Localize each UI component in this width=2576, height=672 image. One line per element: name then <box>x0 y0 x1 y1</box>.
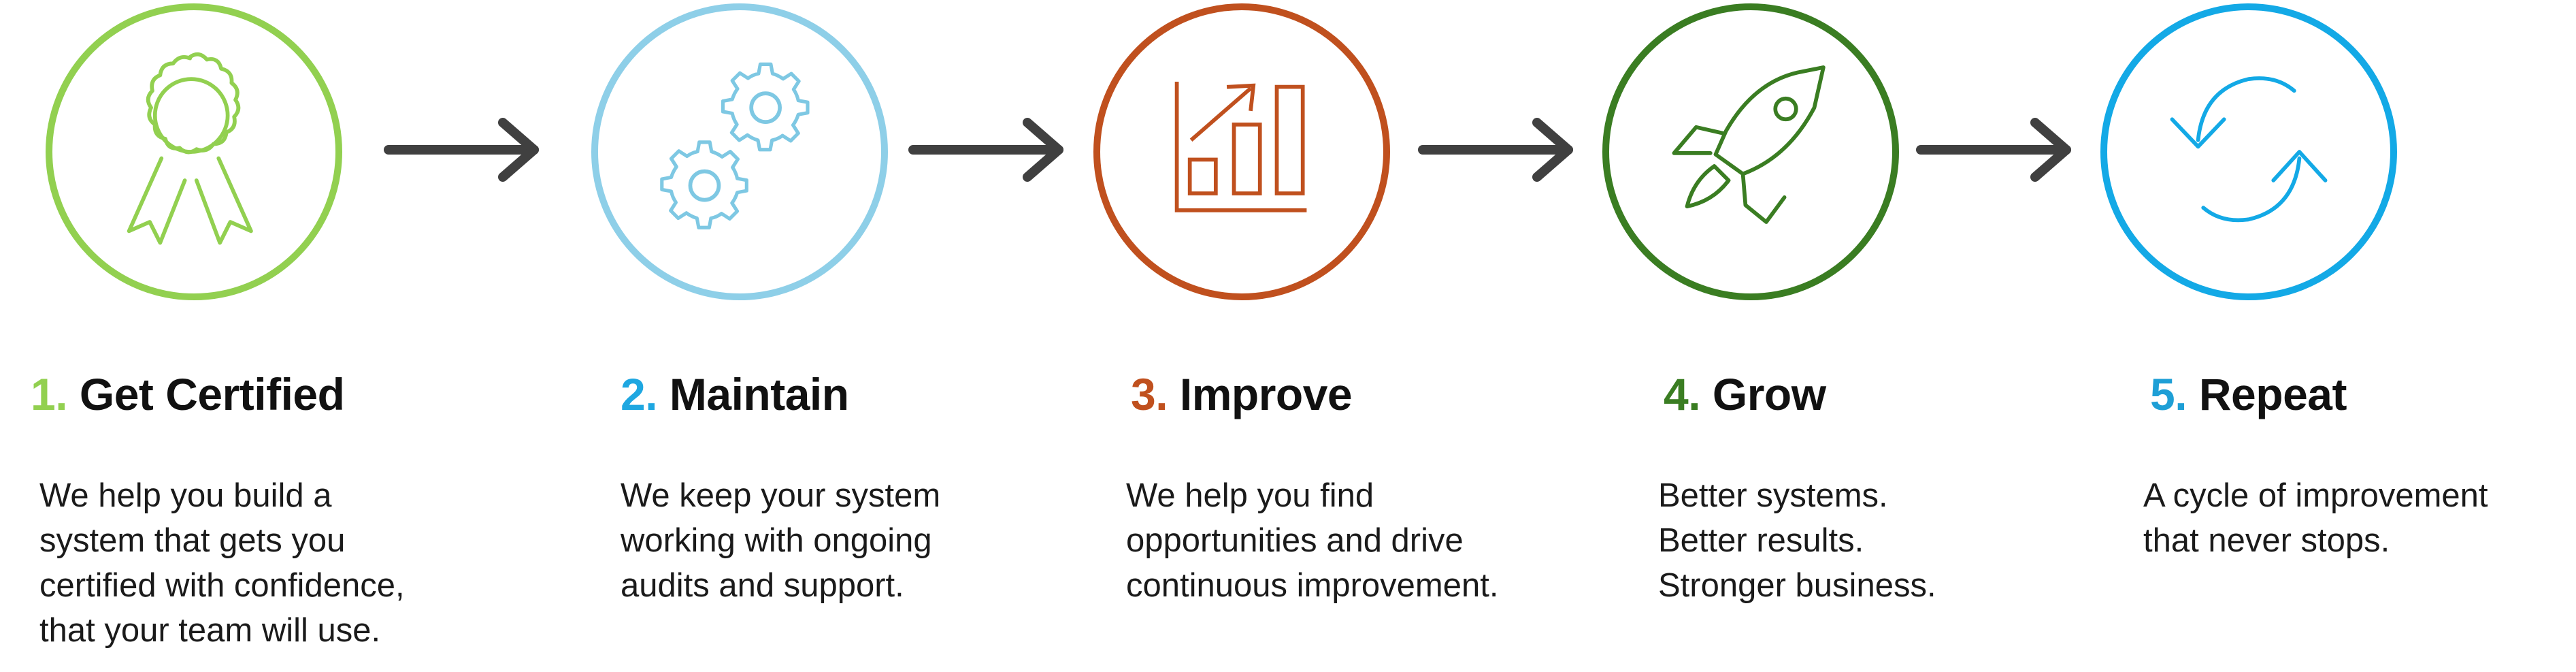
step-4-circle <box>1602 3 1899 300</box>
step-2-circle <box>591 3 888 300</box>
award-ribbon-icon <box>127 52 253 245</box>
step-1-title: 1. Get Certified <box>31 369 345 419</box>
step-2-description: We keep your system working with ongoing… <box>621 473 940 608</box>
description-line: working with ongoing <box>621 522 932 559</box>
description-line: that your team will use. <box>39 612 381 649</box>
gears-icon <box>660 62 810 229</box>
step-label: Maintain <box>669 369 849 419</box>
arrow-4-to-5 <box>1915 116 2079 184</box>
step-number: 4. <box>1664 369 1701 419</box>
description-line: system that gets you <box>39 522 346 559</box>
arrow-right-icon <box>384 118 539 182</box>
description-line: continuous improvement. <box>1126 567 1499 604</box>
rocket-icon <box>1672 65 1826 224</box>
arrow-1-to-2 <box>383 116 546 184</box>
step-number: 5. <box>2150 369 2187 419</box>
arrow-right-icon <box>1916 118 2071 182</box>
description-line: We help you find <box>1126 477 1374 514</box>
step-number: 3. <box>1131 369 1168 419</box>
step-2-title: 2. Maintain <box>621 372 849 417</box>
description-line: Better systems. <box>1658 477 1888 514</box>
arrow-2-to-3 <box>908 116 1071 184</box>
step-5-circle <box>2100 3 2397 300</box>
description-line: that never stops. <box>2143 522 2390 559</box>
arrow-right-icon <box>1418 118 1573 182</box>
description-line: We help you build a <box>39 477 332 514</box>
step-4-title: 4. Grow <box>1664 372 1826 417</box>
step-3-description: We help you find opportunities and drive… <box>1126 473 1498 608</box>
description-line: opportunities and drive <box>1126 522 1464 559</box>
arrow-right-icon <box>908 118 1063 182</box>
step-4-description: Better systems. Better results. Stronger… <box>1658 473 1936 608</box>
step-label: Grow <box>1712 369 1826 419</box>
description-line: Stronger business. <box>1658 567 1936 604</box>
step-1-description: We help you build a system that gets you… <box>39 473 405 653</box>
step-3-title: 3. Improve <box>1131 369 1353 419</box>
step-number: 2. <box>621 369 658 419</box>
growth-chart-icon <box>1174 81 1307 212</box>
description-line: Better results. <box>1658 522 1864 559</box>
step-label: Get Certified <box>79 369 345 419</box>
description-line: A cycle of improvement <box>2143 477 2488 514</box>
step-number: 1. <box>31 369 68 419</box>
description-line: audits and support. <box>621 567 904 604</box>
description-line: certified with confidence, <box>39 567 405 604</box>
step-3-circle <box>1093 3 1390 300</box>
description-line: We keep your system <box>621 477 941 514</box>
step-1-circle <box>46 3 342 300</box>
step-label: Repeat <box>2198 369 2347 419</box>
refresh-cycle-icon <box>2170 76 2328 223</box>
arrow-3-to-4 <box>1417 116 1581 184</box>
step-5-title: 5. Repeat <box>2150 372 2347 417</box>
step-5-description: A cycle of improvement that never stops. <box>2143 473 2488 563</box>
step-label: Improve <box>1179 369 1353 419</box>
